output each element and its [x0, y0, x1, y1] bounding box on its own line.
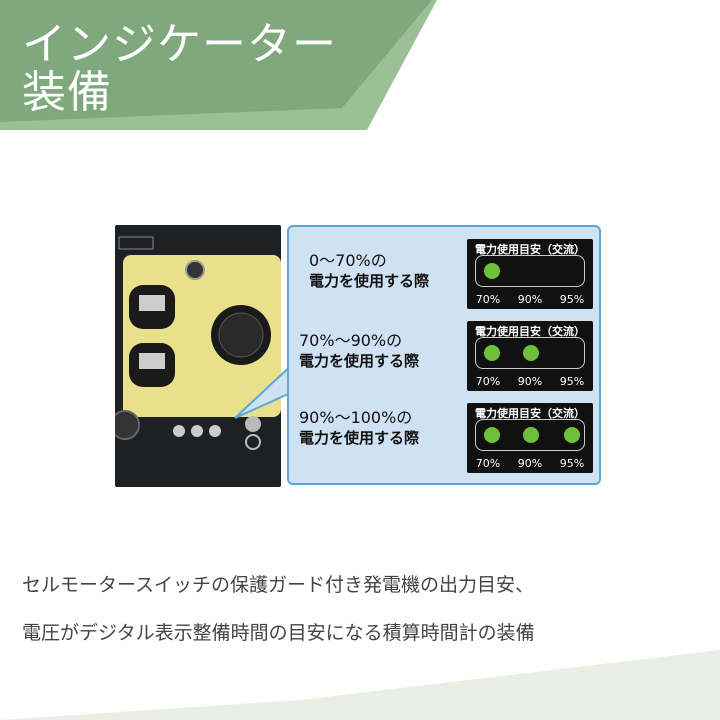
- led-95: [564, 427, 580, 443]
- page-title: インジケーター: [22, 19, 337, 70]
- description-line-2: 電圧がデジタル表示整備時間の目安になる積算時間計の装備: [22, 622, 535, 644]
- indicator-display: 電力使用目安（交流） 70%90%95%: [467, 403, 593, 473]
- caption-row-3: 90%～100%の 電力を使用する際: [299, 408, 420, 447]
- caption-row-1: 0～70%の 電力を使用する際: [309, 251, 430, 290]
- footer-decoration: [0, 650, 720, 720]
- indicator-callout: 0～70%の 電力を使用する際 70%～90%の 電力を使用する際 90%～10…: [287, 225, 601, 485]
- indicator-display: 電力使用目安（交流） 70%90%95%: [467, 321, 593, 391]
- led-70: [484, 263, 500, 279]
- page-title-line2: 装備: [22, 67, 112, 118]
- led-90: [523, 345, 539, 361]
- indicator-display: 電力使用目安（交流） 70%90%95%: [467, 239, 593, 309]
- description-line-1: セルモータースイッチの保護ガード付き発電機の出力目安、: [22, 574, 535, 596]
- generator-panel-photo: [115, 225, 281, 487]
- led-70: [484, 427, 500, 443]
- led-70: [484, 345, 500, 361]
- caption-row-2: 70%～90%の 電力を使用する際: [299, 331, 420, 370]
- led-90: [523, 427, 539, 443]
